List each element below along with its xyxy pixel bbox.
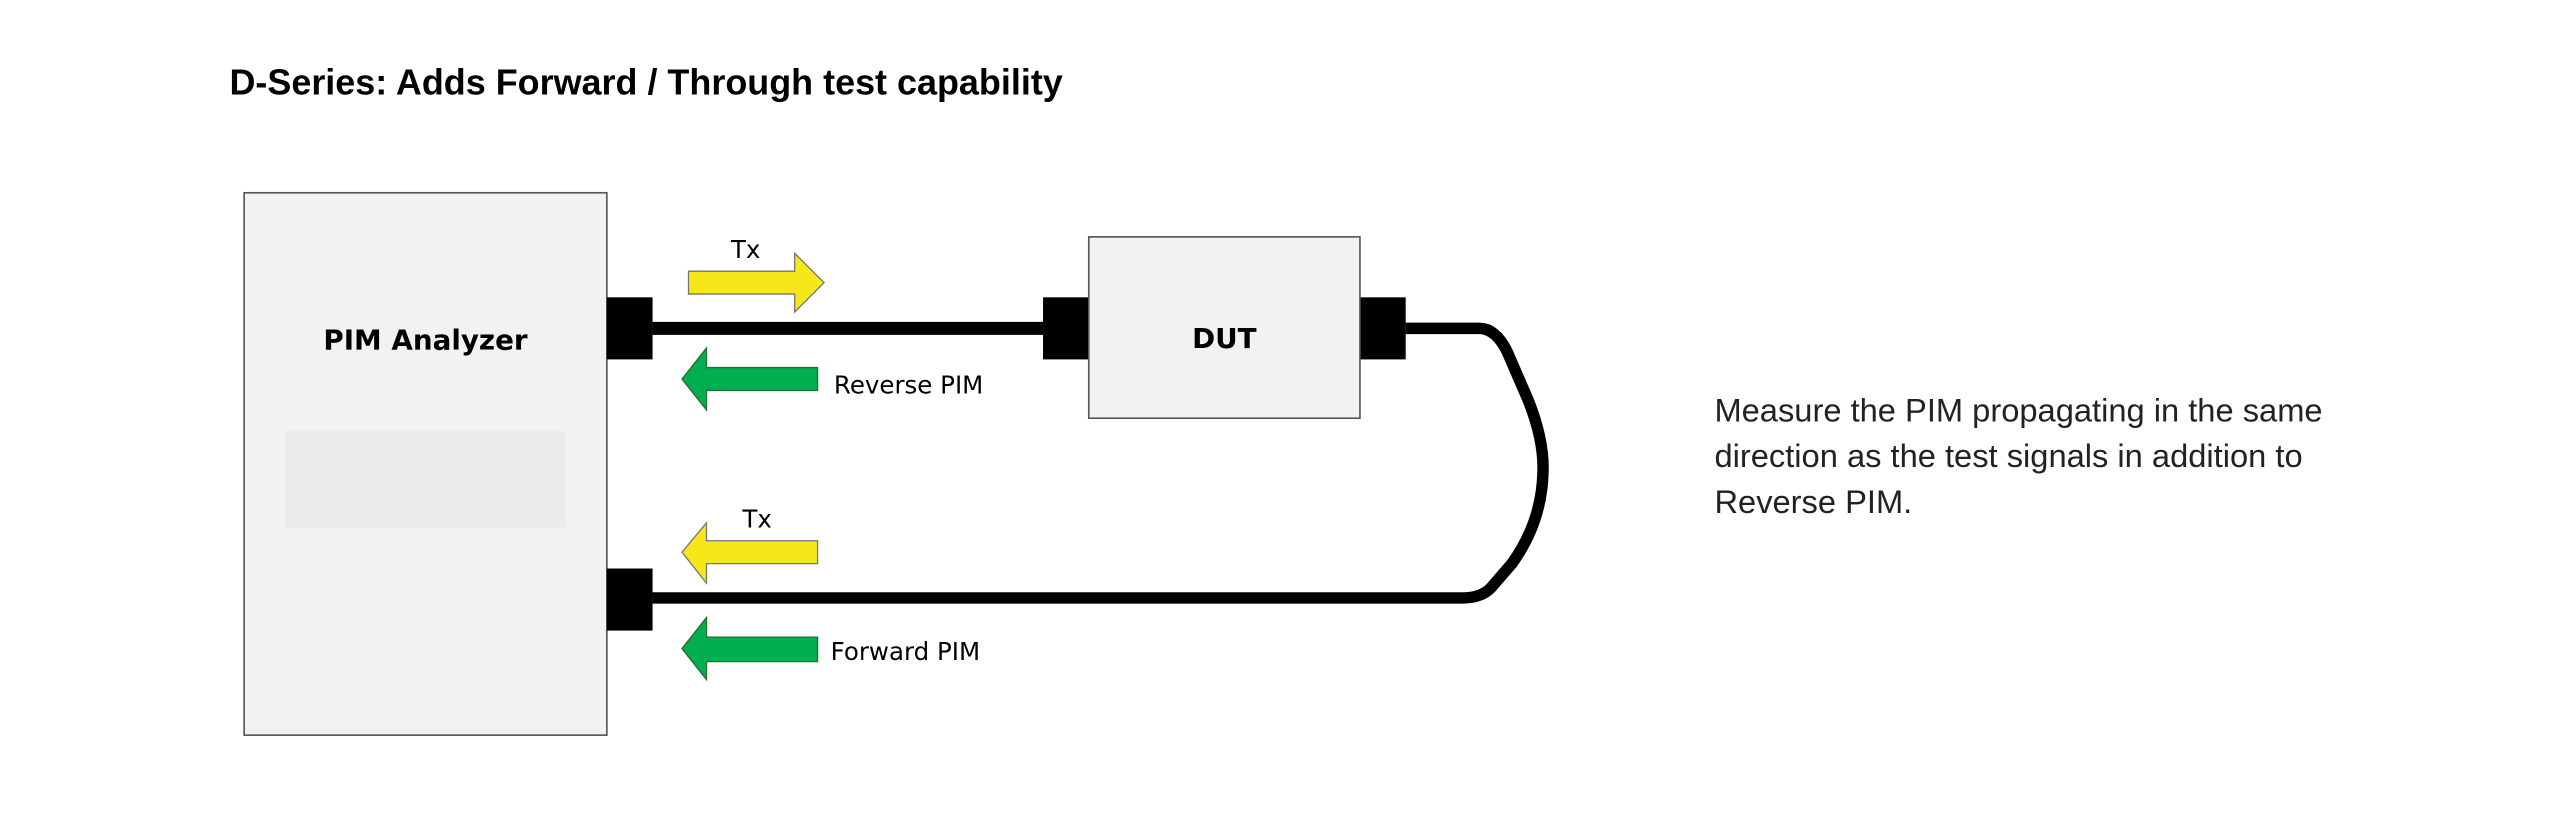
analyzer-screen [285, 431, 566, 528]
tx-left-arrow-icon [681, 520, 819, 586]
diagram-title: D-Series: Adds Forward / Through test ca… [229, 62, 1062, 103]
forward-pim-left-arrow-icon [681, 615, 819, 682]
reverse-pim-left-arrow-icon [681, 346, 819, 412]
tx-right-arrow-icon [687, 251, 826, 314]
forward-pim-label: Forward PIM [831, 637, 980, 666]
description-line-2: direction as the test signals in additio… [1714, 437, 2302, 474]
analyzer-port-1 [606, 297, 653, 360]
dut-port-in [1043, 297, 1089, 360]
cable-loop-back [652, 322, 1549, 604]
description-line-3: Reverse PIM. [1714, 483, 1912, 520]
dut-box [1087, 236, 1361, 420]
analyzer-label: PIM Analyzer [323, 324, 528, 357]
reverse-pim-label: Reverse PIM [834, 371, 983, 400]
dut-label: DUT [1192, 322, 1257, 355]
tx-return-label: Tx [741, 505, 771, 534]
analyzer-port-2 [606, 568, 653, 631]
description-line-1: Measure the PIM propagating in the same [1714, 391, 2322, 428]
dut-port-out [1359, 297, 1406, 360]
tx-forward-label: Tx [730, 235, 760, 264]
